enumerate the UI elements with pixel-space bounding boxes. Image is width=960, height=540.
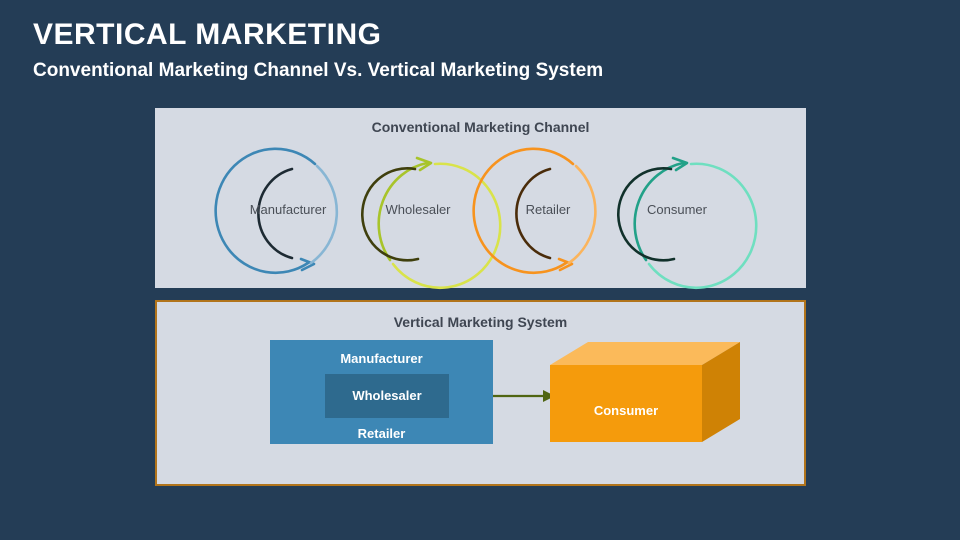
- stage-retailer[interactable]: Retailer: [472, 144, 623, 284]
- vertical-panel-heading: Vertical Marketing System: [393, 314, 568, 330]
- conventional-panel-heading: Conventional Marketing Channel: [371, 119, 590, 135]
- circular-arrow-icon-consumer: [617, 156, 758, 290]
- vertical-system-box[interactable]: Manufacturer Wholesaler Retailer: [270, 340, 493, 444]
- vms-label-manufacturer: Manufacturer: [340, 351, 423, 366]
- consumer-cube[interactable]: Consumer: [550, 342, 740, 442]
- vms-label-retailer: Retailer: [357, 426, 406, 441]
- stage-consumer[interactable]: Consumer: [602, 144, 758, 290]
- stage-label-consumer: Consumer: [647, 202, 707, 217]
- circular-arrow-icon-retailer: [472, 147, 597, 275]
- right-arrow-icon: [493, 390, 555, 402]
- page-title: VERTICAL MARKETING: [33, 18, 382, 51]
- circular-arrow-icon-manufacturer: [214, 147, 339, 275]
- channel-stage-row: Manufacturer Wholesaler: [155, 144, 806, 290]
- conventional-marketing-panel: Conventional Marketing Channel Manufactu…: [155, 108, 806, 290]
- vertical-marketing-panel: Vertical Marketing System Manufacturer W…: [155, 300, 806, 486]
- circular-arrow-icon-wholesaler: [361, 156, 502, 290]
- stage-wholesaler[interactable]: Wholesaler: [343, 144, 502, 290]
- page-subtitle: Conventional Marketing Channel Vs. Verti…: [33, 60, 604, 81]
- vms-wholesaler-box[interactable]: Wholesaler: [325, 374, 449, 418]
- stage-label-manufacturer: Manufacturer: [249, 202, 327, 217]
- stage-label-wholesaler: Wholesaler: [385, 202, 451, 217]
- cube-3d-icon: [550, 342, 740, 442]
- vms-label-wholesaler: Wholesaler: [352, 388, 422, 403]
- stage-manufacturer[interactable]: Manufacturer: [213, 144, 363, 284]
- stage-label-retailer: Retailer: [525, 202, 571, 217]
